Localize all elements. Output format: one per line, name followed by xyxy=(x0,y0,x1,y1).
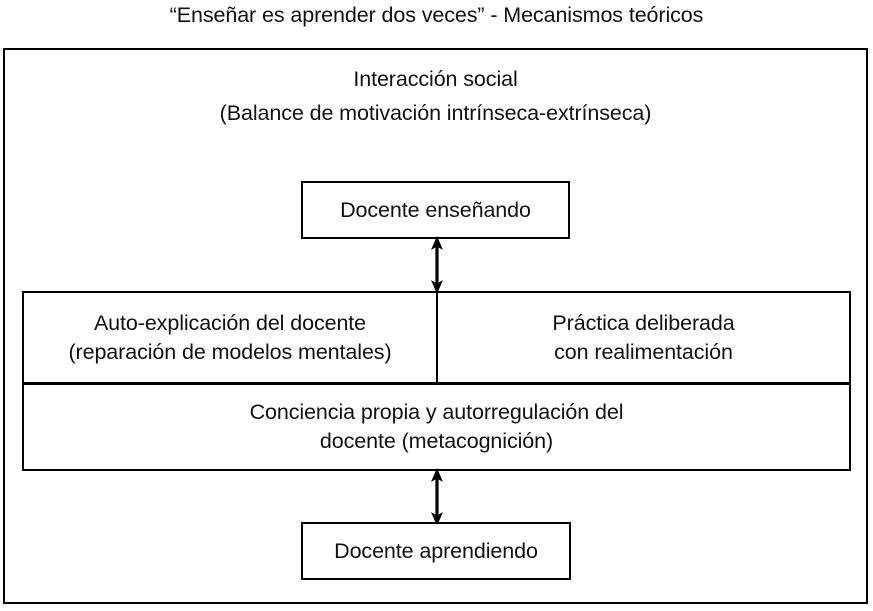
node-conciencia-line-1: Conciencia propia y autorregulación del xyxy=(249,400,624,424)
node-docente-aprendiendo[interactable]: Docente aprendiendo xyxy=(301,522,571,580)
node-auto-explicacion-line-2: (reparación de modelos mentales) xyxy=(68,339,392,364)
node-docente-ensenando-line-1: Docente enseñando xyxy=(340,197,531,222)
node-practica-deliberada-line-1: Práctica deliberada xyxy=(552,310,735,335)
header-line-1: Interacción social xyxy=(353,67,518,91)
node-auto-explicacion[interactable]: Auto-explicación del docente (reparación… xyxy=(22,291,438,384)
node-conciencia-metacognicion[interactable]: Conciencia propia y autorregulación del … xyxy=(22,383,851,471)
double-arrow-ensenando-mecanismos xyxy=(431,236,443,294)
diagram-title: “Enseñar es aprender dos veces” - Mecani… xyxy=(169,3,704,27)
double-arrow-metacognicion-aprendiendo xyxy=(431,468,443,526)
node-practica-deliberada-line-2: con realimentación xyxy=(554,339,733,364)
node-docente-ensenando[interactable]: Docente enseñando xyxy=(301,181,570,239)
interaccion-social-header: Interacción social (Balance de motivació… xyxy=(3,62,868,130)
node-conciencia-line-2: docente (metacognición) xyxy=(319,429,554,453)
node-auto-explicacion-line-1: Auto-explicación del docente xyxy=(93,310,367,335)
header-line-2: (Balance de motivación intrínseca-extrín… xyxy=(219,101,652,125)
node-docente-aprendiendo-line-1: Docente aprendiendo xyxy=(334,538,538,563)
node-practica-deliberada[interactable]: Práctica deliberada con realimentación xyxy=(436,291,851,384)
